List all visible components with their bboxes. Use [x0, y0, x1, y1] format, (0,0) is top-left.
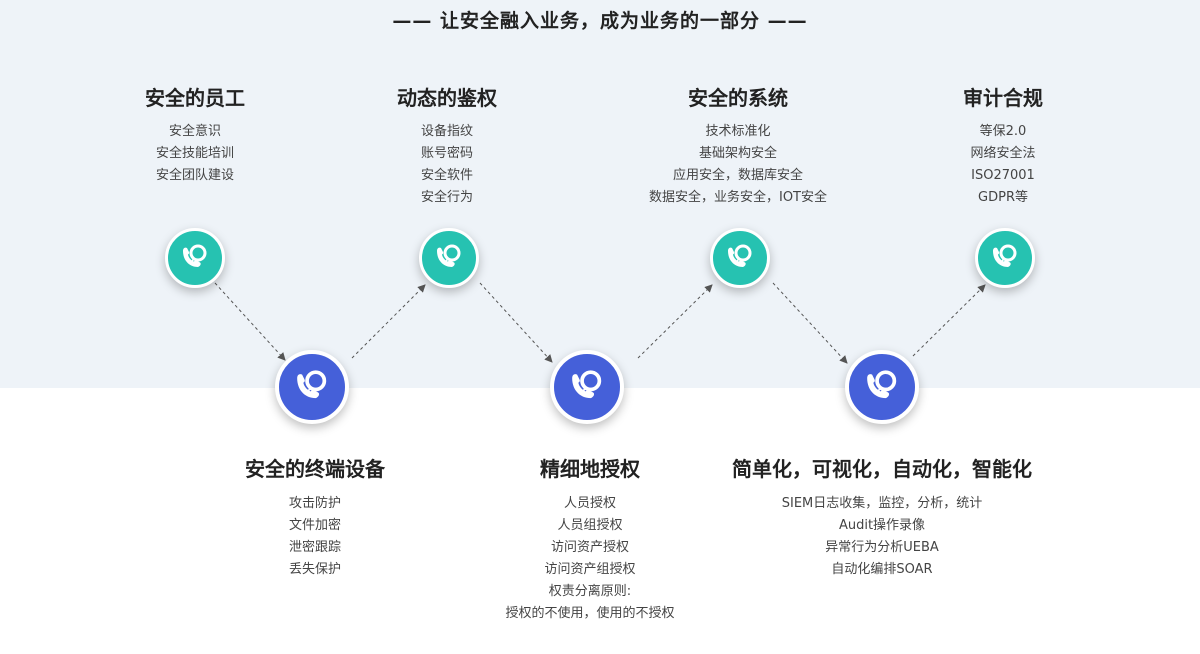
phone-chat-icon	[437, 244, 461, 267]
node-list-dynamic-auth: 设备指纹 账号密码 安全软件 安全行为	[287, 121, 607, 209]
node-title-secure-endpoint: 安全的终端设备	[245, 457, 385, 481]
top-background-band	[0, 0, 1200, 388]
list-item: 异常行为分析UEBA	[825, 540, 939, 555]
node-title-secure-system: 安全的系统	[688, 86, 788, 110]
list-item: 安全团队建设	[155, 168, 234, 183]
node-list-audit-compliance: 等保2.0 网络安全法 ISO27001 GDPR等	[843, 121, 1163, 209]
phone-chat-icon	[297, 370, 327, 399]
list-item: SIEM日志收集，监控，分析，统计	[781, 496, 983, 511]
phone-chat-icon	[993, 244, 1017, 267]
node-title-audit-compliance: 审计合规	[963, 86, 1043, 110]
node-title-dynamic-auth: 动态的鉴权	[397, 86, 497, 110]
list-item: 基础架构安全	[698, 146, 777, 161]
node-title-automation: 简单化，可视化，自动化，智能化	[732, 457, 1032, 481]
node-circle-secure-system	[710, 228, 770, 288]
list-item: 人员组授权	[557, 518, 623, 533]
connector-5-to-2	[351, 284, 426, 359]
connector-2-to-6	[479, 282, 553, 363]
node-list-automation: SIEM日志收集，监控，分析，统计 Audit操作录像 异常行为分析UEBA 自…	[722, 493, 1042, 581]
connector-6-to-3	[637, 284, 713, 359]
node-list-fine-grained-auth: 人员授权 人员组授权 访问资产授权 访问资产组授权 权责分离原则: 授权的不使用…	[430, 493, 750, 625]
node-circle-automation	[845, 350, 919, 424]
connector-1-to-5	[214, 282, 286, 361]
list-item: 人员授权	[563, 496, 616, 511]
phone-chat-icon	[572, 370, 602, 399]
list-item: 文件加密	[288, 518, 341, 533]
list-item: 应用安全，数据库安全	[672, 168, 803, 183]
list-item: 授权的不使用，使用的不授权	[505, 606, 675, 621]
node-title-fine-grained-auth: 精细地授权	[540, 457, 640, 481]
list-item: 安全软件	[420, 168, 473, 183]
list-item: GDPR等	[978, 190, 1028, 205]
phone-chat-icon	[183, 244, 207, 267]
list-item: 自动化编排SOAR	[831, 562, 933, 577]
node-circle-secure-staff	[165, 228, 225, 288]
node-circle-secure-endpoint	[275, 350, 349, 424]
page-title: —— 让安全融入业务，成为业务的一部分 ——	[392, 10, 808, 32]
list-item: 数据安全，业务安全，IOT安全	[648, 190, 827, 205]
list-item: 访问资产授权	[550, 540, 629, 555]
connector-3-to-7	[772, 282, 848, 364]
list-item: 账号密码	[420, 146, 473, 161]
node-list-secure-endpoint: 攻击防护 文件加密 泄密跟踪 丢失保护	[155, 493, 475, 581]
node-circle-audit-compliance	[975, 228, 1035, 288]
node-circle-fine-grained-auth	[550, 350, 624, 424]
list-item: 等保2.0	[979, 124, 1027, 139]
list-item: 技术标准化	[705, 124, 771, 139]
list-item: 安全技能培训	[155, 146, 234, 161]
list-item: 网络安全法	[970, 146, 1036, 161]
list-item: 攻击防护	[288, 496, 341, 511]
node-list-secure-system: 技术标准化 基础架构安全 应用安全，数据库安全 数据安全，业务安全，IOT安全	[578, 121, 898, 209]
connector-7-to-4	[912, 284, 986, 357]
list-item: 访问资产组授权	[544, 562, 636, 577]
node-list-secure-staff: 安全意识 安全技能培训 安全团队建设	[35, 121, 355, 187]
list-item: 安全意识	[168, 124, 221, 139]
list-item: 权责分离原则:	[548, 584, 632, 599]
phone-chat-icon	[867, 370, 897, 399]
list-item: 设备指纹	[420, 124, 473, 139]
phone-chat-icon	[728, 244, 752, 267]
list-item: 丢失保护	[288, 562, 341, 577]
list-item: Audit操作录像	[838, 518, 926, 533]
node-title-secure-staff: 安全的员工	[145, 86, 245, 110]
list-item: ISO27001	[971, 168, 1035, 183]
node-circle-dynamic-auth	[419, 228, 479, 288]
list-item: 泄密跟踪	[288, 540, 341, 555]
list-item: 安全行为	[420, 190, 473, 205]
